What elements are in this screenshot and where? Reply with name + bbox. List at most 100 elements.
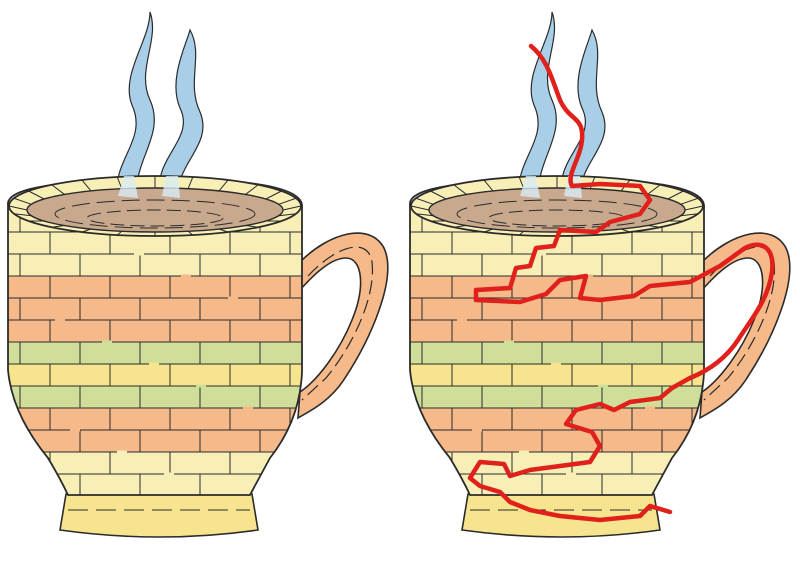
maze-opening	[504, 340, 514, 344]
brick-band	[7, 386, 303, 408]
maze-opening	[164, 472, 174, 476]
steam-base	[118, 176, 138, 198]
maze-opening	[70, 428, 80, 432]
mug-handle	[699, 232, 791, 420]
brick-band	[7, 342, 303, 364]
rim-brick-joint	[187, 230, 194, 236]
maze-opening	[149, 362, 159, 366]
rim-brick-joint	[684, 205, 704, 211]
steam	[116, 11, 204, 196]
mug-handle	[297, 232, 389, 420]
brick-band	[409, 386, 704, 408]
rim-brick-joint	[415, 197, 434, 205]
brick-band	[7, 474, 303, 495]
rim-brick-joint	[667, 190, 684, 200]
steam-base	[162, 176, 180, 198]
rim-brick-joint	[278, 197, 297, 205]
rim-brick-joint	[620, 228, 631, 233]
brick-band	[409, 474, 704, 495]
brick-band	[409, 430, 704, 452]
rim-brick-joint	[245, 184, 259, 195]
maze-opening	[457, 318, 467, 322]
rim-brick-joint	[410, 205, 430, 211]
maze-opening	[598, 384, 608, 388]
maze-opening	[243, 406, 253, 410]
rim-brick-joint	[647, 184, 661, 195]
steam-wisp-left	[518, 11, 557, 196]
maze-opening	[55, 318, 65, 322]
brick-band	[409, 364, 704, 386]
rim-brick-joint	[245, 225, 259, 228]
rim-brick-joint	[282, 205, 302, 211]
maze-opening	[228, 296, 238, 300]
maze-opening	[117, 450, 127, 454]
brick-band	[7, 298, 303, 320]
solution-path	[467, 43, 775, 523]
mug-body	[7, 206, 303, 495]
maze-opening	[551, 362, 561, 366]
steam-base	[520, 176, 540, 198]
rim-brick-joint	[187, 176, 194, 189]
rim-brick-joint	[81, 179, 92, 192]
maze-opening	[472, 428, 482, 432]
brick-band	[409, 342, 704, 364]
rim-brick-joint	[415, 213, 434, 217]
steam-wisp-left	[116, 11, 155, 196]
rim-brick-joint	[453, 184, 467, 195]
rim-brick-joint	[28, 190, 45, 200]
maze-opening	[566, 472, 576, 476]
maze-opening	[134, 252, 144, 256]
rim-brick-joint	[13, 197, 32, 205]
rim-brick-joint	[453, 225, 467, 228]
steam-wisp-right	[159, 28, 204, 196]
rim-brick-joint	[518, 230, 525, 236]
maze-opening	[519, 450, 529, 454]
maze-opening	[536, 252, 546, 256]
brick-band	[7, 408, 303, 430]
mug-body	[409, 206, 704, 495]
brick-band	[7, 276, 303, 298]
brick-band	[409, 320, 704, 342]
rim-brick-joint	[218, 179, 229, 192]
rim-brick-joint	[483, 228, 494, 233]
brick-band	[409, 408, 704, 430]
rim-brick-joint	[13, 213, 32, 217]
brick-band	[7, 232, 303, 254]
rim-brick-joint	[483, 179, 494, 192]
rim-brick-joint	[81, 228, 92, 233]
maze-opening	[181, 274, 191, 278]
rim-brick-joint	[116, 230, 123, 236]
rim-brick-joint	[51, 184, 65, 195]
mug-base	[59, 493, 259, 538]
coffee-maze-wall	[86, 209, 224, 227]
coffee-maze-wall	[456, 199, 658, 229]
coffee-maze-wall	[54, 199, 256, 229]
brick-band	[7, 320, 303, 342]
brick-band	[7, 254, 303, 276]
rim-brick-joint	[218, 228, 229, 233]
maze-opening	[102, 340, 112, 344]
brick-band	[7, 430, 303, 452]
brick-band	[409, 452, 704, 474]
rim-brick-joint	[278, 213, 297, 217]
rim-brick-joint	[8, 205, 28, 211]
steam	[518, 11, 606, 196]
rim-brick-joint	[51, 225, 65, 228]
brick-band	[409, 276, 704, 298]
rim-brick-joint	[680, 197, 699, 205]
rim-brick-joint	[647, 225, 661, 228]
brick-band	[409, 254, 704, 276]
handle-maze-wall	[301, 246, 374, 401]
maze-opening	[196, 384, 206, 388]
maze-opening	[645, 406, 655, 410]
maze-puzzle-panel	[7, 11, 389, 538]
maze-solution-panel	[409, 11, 791, 538]
brick-band	[7, 452, 303, 474]
rim-brick-joint	[265, 190, 282, 200]
rim-brick-joint	[430, 190, 447, 200]
brick-band	[409, 298, 704, 320]
brick-band	[7, 364, 303, 386]
rim-brick-joint	[680, 213, 699, 217]
